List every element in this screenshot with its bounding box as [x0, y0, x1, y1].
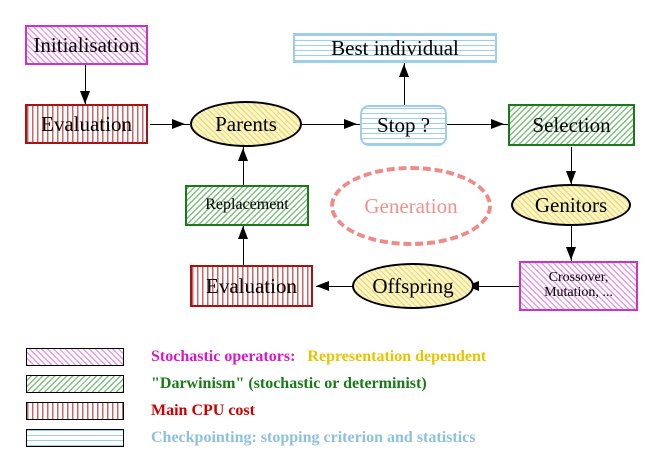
node-crossover-label-line1: Crossover,: [548, 270, 609, 286]
arrowhead-down-genitors: [566, 171, 576, 184]
edge-offspring-to-evaluation: [316, 286, 364, 288]
legend-row-stochastic: Stochastic operators: Representation depe…: [26, 344, 486, 369]
legend-label-darwinism: "Darwinism" (stochastic or determinist): [151, 374, 427, 392]
node-parents-label: Parents: [215, 111, 277, 136]
node-evaluation-bottom[interactable]: Evaluation: [190, 265, 313, 307]
node-evaluation-top-label: Evaluation: [41, 111, 132, 136]
legend-swatch-cpu-icon: [26, 401, 124, 420]
node-parents[interactable]: Parents: [190, 101, 302, 147]
edge-stop-to-best-individual: [404, 62, 406, 106]
legend-row-checkpointing: Checkpointing: stopping criterion and st…: [26, 425, 486, 450]
legend-text-stochastic: Stochastic operators: Representation depe…: [151, 348, 486, 366]
arrowhead-left-evaluation-bottom: [316, 280, 329, 291]
node-best-individual-label: Best individual: [331, 35, 459, 60]
node-replacement-label: Replacement: [205, 196, 289, 214]
legend-label-stochastic: Stochastic operators:: [151, 347, 296, 365]
node-offspring[interactable]: Offspring: [352, 263, 474, 309]
legend-label-representation: Representation dependent: [307, 347, 487, 365]
node-best-individual[interactable]: Best individual: [293, 33, 497, 63]
edge-stop-to-selection: [446, 124, 508, 126]
arrowhead-up-replacement: [238, 226, 248, 239]
edge-genitors-to-crossover: [571, 224, 573, 262]
node-genitors-label: Genitors: [534, 192, 608, 217]
arrowhead-up-parents: [238, 148, 248, 161]
node-initialisation-label: Initialisation: [33, 32, 140, 57]
node-initialisation[interactable]: Initialisation: [25, 25, 148, 65]
edge-selection-to-genitors: [571, 147, 573, 186]
legend: Stochastic operators: Representation depe…: [26, 344, 486, 452]
node-evaluation-bottom-label: Evaluation: [206, 273, 297, 298]
node-stop[interactable]: Stop ?: [360, 105, 447, 146]
legend-row-darwinism: "Darwinism" (stochastic or determinist): [26, 371, 486, 396]
generation-label: Generation: [364, 193, 458, 218]
node-offspring-label: Offspring: [372, 273, 454, 298]
node-selection[interactable]: Selection: [508, 104, 635, 146]
arrowhead-right-parents: [172, 118, 185, 129]
legend-swatch-checkpointing-icon: [26, 428, 124, 447]
arrowhead-right-stop: [344, 118, 357, 129]
node-selection-label: Selection: [532, 112, 611, 137]
generation-marker: Generation: [330, 166, 492, 246]
legend-swatch-darwinism-icon: [26, 374, 124, 393]
edge-evaluation-to-replacement: [243, 224, 245, 266]
edge-crossover-to-offspring: [466, 286, 521, 288]
edge-replacement-to-parents: [243, 146, 245, 188]
node-evaluation-top[interactable]: Evaluation: [25, 104, 148, 144]
node-replacement[interactable]: Replacement: [185, 185, 309, 226]
node-crossover-mutation[interactable]: Crossover, Mutation, ...: [519, 261, 638, 311]
node-crossover-label-line2: Mutation, ...: [544, 285, 613, 300]
arrowhead-down-crossover: [566, 247, 576, 260]
arrowhead-up-best-individual: [399, 64, 409, 77]
edge-initialisation-to-evaluation: [85, 64, 87, 104]
legend-row-cpu-cost: Main CPU cost: [26, 398, 486, 423]
node-stop-label: Stop ?: [376, 113, 431, 138]
node-genitors[interactable]: Genitors: [511, 184, 631, 226]
legend-label-cpu-cost: Main CPU cost: [151, 401, 255, 419]
arrowhead-right-selection: [491, 118, 504, 129]
arrowhead-down-evaluation-top: [80, 91, 90, 104]
legend-swatch-stochastic-icon: [26, 347, 124, 366]
edge-parents-to-stop: [300, 124, 362, 126]
legend-label-checkpointing: Checkpointing: stopping criterion and st…: [151, 428, 476, 446]
